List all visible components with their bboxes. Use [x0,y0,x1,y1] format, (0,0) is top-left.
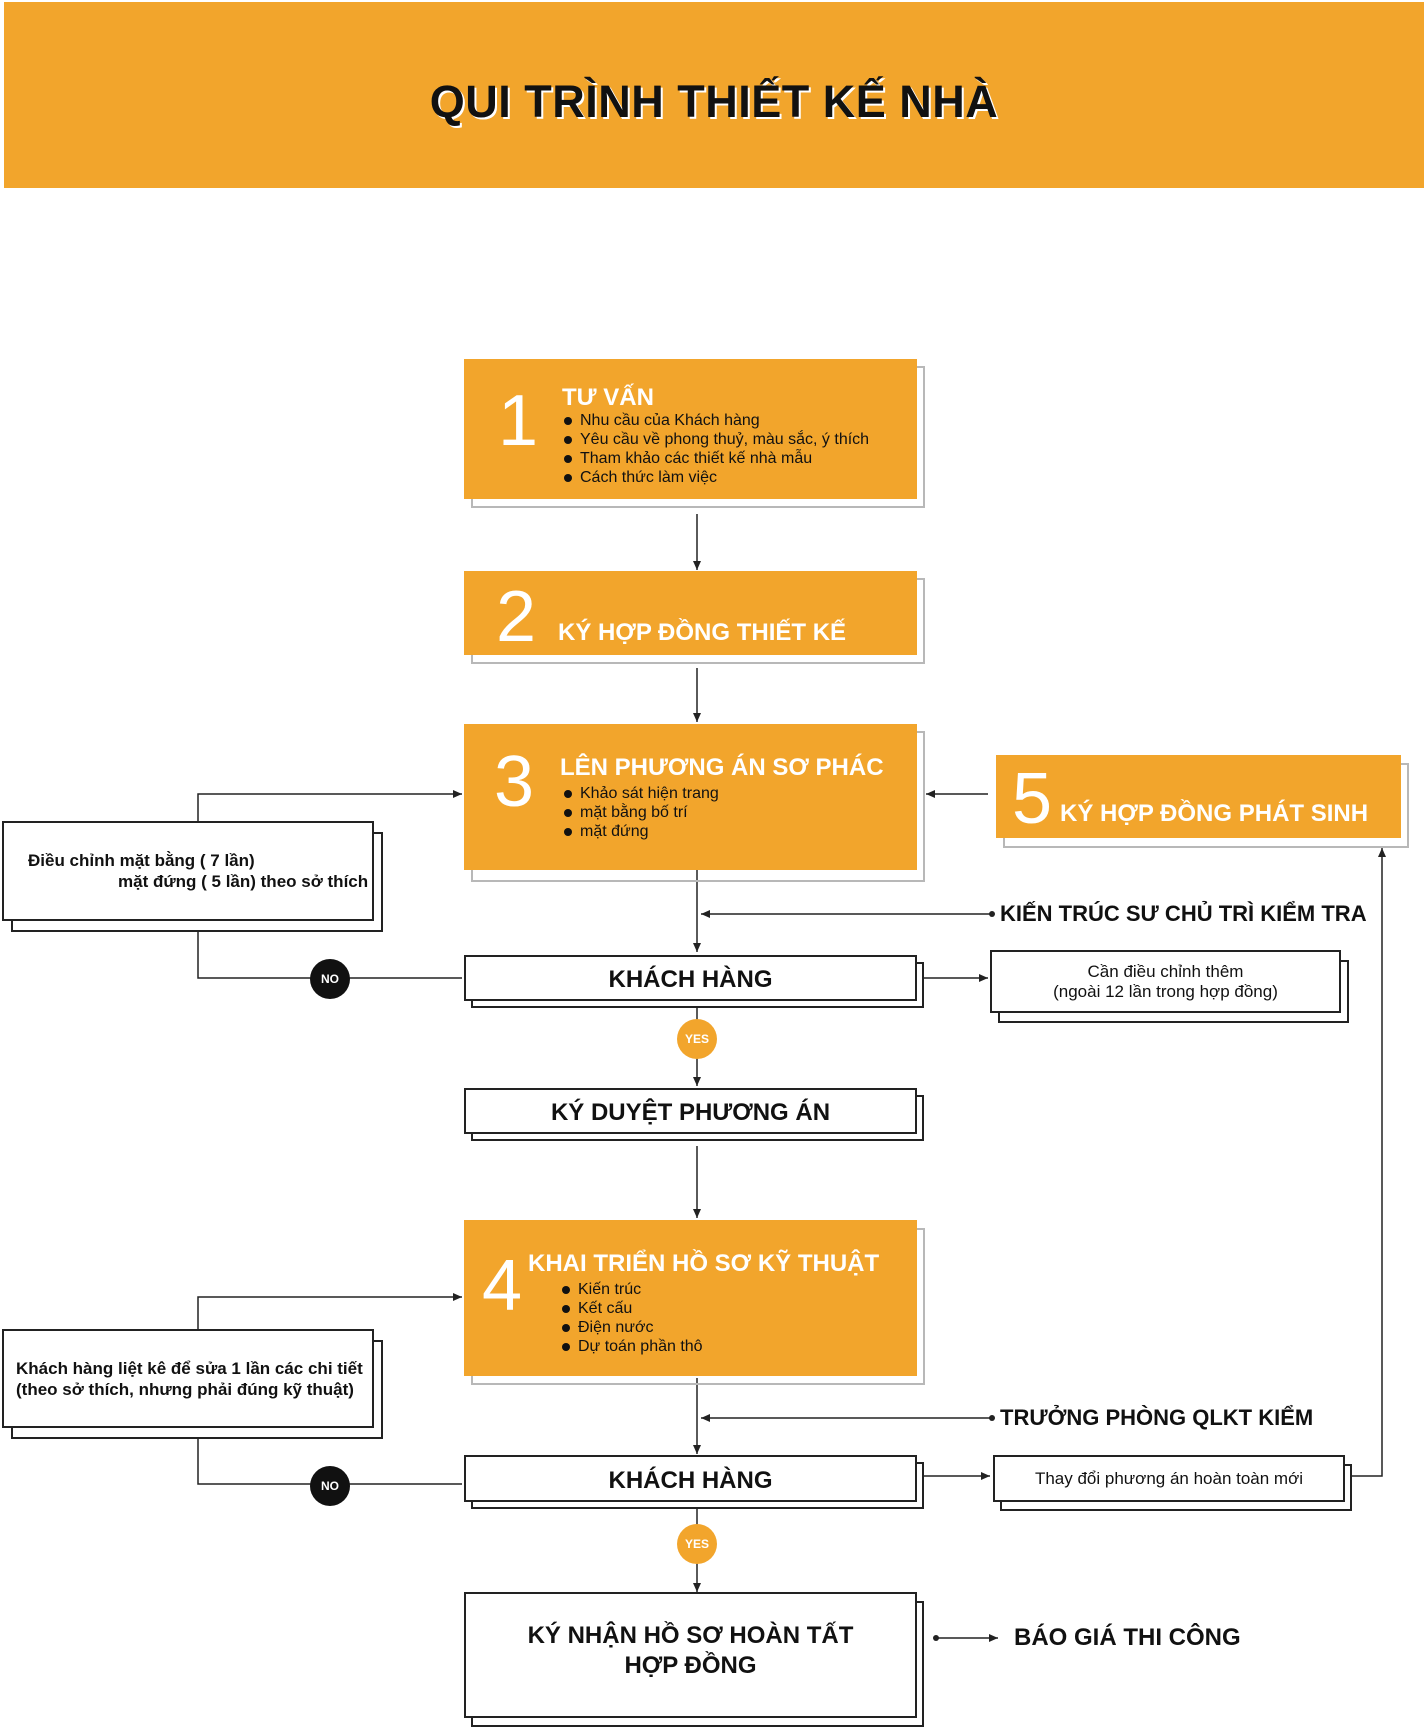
step1-box: 1 TƯ VẤN Nhu cầu của Khách hàng Yêu cầu … [464,359,917,499]
quote-label: BÁO GIÁ THI CÔNG [1014,1624,1241,1651]
adjust2-line2: (theo sở thích, nhưng phải đúng kỹ thuật… [16,1380,354,1399]
step1-list: Nhu cầu của Khách hàng Yêu cầu về phong … [562,411,869,487]
page-title: QUI TRÌNH THIẾT KẾ NHÀ [429,76,999,127]
step4-box: 4 KHAI TRIỂN HỒ SƠ KỸ THUẬT Kiến trúc Kế… [464,1220,917,1376]
final-line2: HỢP ĐỒNG [624,1652,757,1679]
step4-number: 4 [482,1246,523,1326]
adjust1-line2: mặt đứng ( 5 lần) theo sở thích [118,872,369,891]
step5-box: 5 KÝ HỢP ĐỒNG PHÁT SINH [996,755,1401,838]
no-decision-badge: NO [310,959,350,999]
head-check-label: TRƯỞNG PHÒNG QLKT KIỂM [1000,1405,1314,1430]
adjust2-box: Khách hàng liệt kê để sửa 1 lần các chi … [2,1329,374,1428]
step2-box: 2 KÝ HỢP ĐỒNG THIẾT KẾ [464,571,917,655]
step3-number: 3 [494,742,535,822]
extra-line1: Cần điều chỉnh thêm [1087,962,1244,981]
list-item: Kiến trúc [560,1280,703,1299]
header-banner: QUI TRÌNH THIẾT KẾ NHÀ [4,2,1424,188]
step3-title: LÊN PHƯƠNG ÁN SƠ PHÁC [560,754,884,781]
step4-title: KHAI TRIỂN HỒ SƠ KỸ THUẬT [528,1250,880,1277]
architect-check-label: KIẾN TRÚC SƯ CHỦ TRÌ KIỂM TRA [1000,901,1367,926]
list-item: Khảo sát hiện trang [562,784,719,803]
change-label: Thay đổi phương án hoàn toàn mới [1034,1469,1304,1488]
customer1-label: KHÁCH HÀNG [608,966,773,993]
approve-label: KÝ DUYỆT PHƯƠNG ÁN [550,1099,831,1126]
list-item: mặt đứng [562,822,719,841]
step2-title: KÝ HỢP ĐỒNG THIẾT KẾ [558,619,847,646]
extra-box: Cần điều chỉnh thêm (ngoài 12 lần trong … [990,950,1341,1013]
step3-list: Khảo sát hiện trang mặt bằng bố trí mặt … [562,784,719,841]
approve-box: KÝ DUYỆT PHƯƠNG ÁN [464,1088,917,1134]
step2-number: 2 [496,577,537,657]
customer2-box: KHÁCH HÀNG [464,1455,917,1502]
list-item: Yêu cầu về phong thuỷ, màu sắc, ý thích [562,430,869,449]
step3-box: 3 LÊN PHƯƠNG ÁN SƠ PHÁC Khảo sát hiện tr… [464,724,917,870]
list-item: Kết cấu [560,1299,703,1318]
adjust2-line1: Khách hàng liệt kê để sửa 1 lần các chi … [16,1359,363,1378]
change-box: Thay đổi phương án hoàn toàn mới [993,1455,1345,1502]
no-decision-badge: NO [310,1466,350,1506]
extra-line2: (ngoài 12 lần trong hợp đồng) [1053,982,1278,1001]
final-box: KÝ NHẬN HỒ SƠ HOÀN TẤT HỢP ĐỒNG [464,1592,917,1718]
yes-decision-badge: YES [677,1524,717,1564]
step5-number: 5 [1012,759,1053,839]
customer1-box: KHÁCH HÀNG [464,955,917,1001]
list-item: Tham khảo các thiết kế nhà mẫu [562,449,869,468]
step1-title: TƯ VẤN [562,384,654,411]
list-item: Điện nước [560,1318,703,1337]
step5-title: KÝ HỢP ĐỒNG PHÁT SINH [1060,800,1369,827]
list-item: Dự toán phần thô [560,1337,703,1356]
final-line1: KÝ NHẬN HỒ SƠ HOÀN TẤT [527,1622,854,1649]
yes-decision-badge: YES [677,1019,717,1059]
step4-list: Kiến trúc Kết cấu Điện nước Dự toán phần… [560,1280,703,1356]
adjust1-box: Điều chỉnh mặt bằng ( 7 lần) mặt đứng ( … [2,821,374,921]
step1-number: 1 [498,381,539,461]
list-item: mặt bằng bố trí [562,803,719,822]
list-item: Cách thức làm việc [562,468,869,487]
adjust1-line1: Điều chỉnh mặt bằng ( 7 lần) [28,851,255,870]
list-item: Nhu cầu của Khách hàng [562,411,869,430]
customer2-label: KHÁCH HÀNG [608,1467,773,1494]
